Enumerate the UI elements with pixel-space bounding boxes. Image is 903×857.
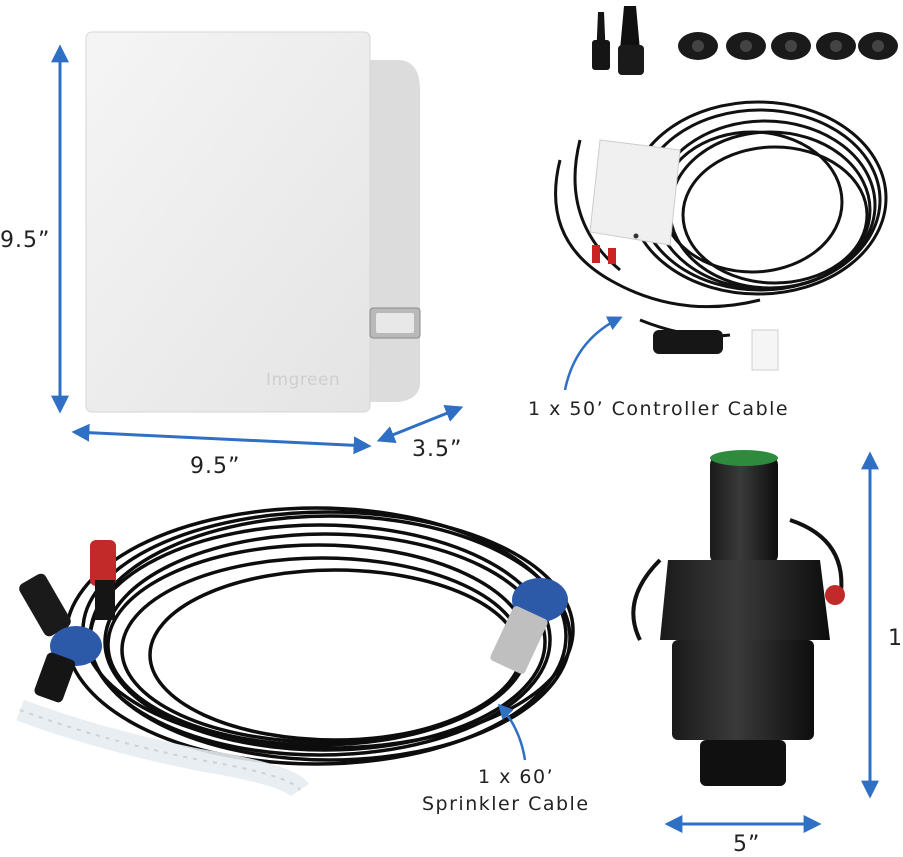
sprinkler-cable-caption-line2: Sprinkler Cable [422,793,590,815]
valve [631,450,845,786]
controller-transformer [589,139,681,264]
controller-cable-caption: 1 x 50’ Controller Cable [528,398,790,420]
valve-height-label: 1 [888,626,903,651]
sprinkler-cable-pointer [497,703,527,761]
valve-width-label: 5” [733,832,761,857]
box-depth-arrow [376,404,464,444]
cable-clips [678,32,898,60]
brand-logo: Imgreen [266,370,341,390]
box-width-arrow [71,423,372,455]
sprinkler-cable-caption-line1: 1 x 60’ [478,766,555,788]
controller-width-label: 9.5” [190,454,241,479]
valve-green-cap [710,450,778,466]
blue-connector-left [50,626,102,666]
controller-height-label: 9.5” [0,228,51,253]
controller-cable-pointer [563,316,623,391]
sprinkler-cable-coil [64,506,575,766]
controller-depth-label: 3.5” [412,437,463,462]
controller-cable-plug [653,330,723,354]
connector-plugs [592,6,644,75]
controller-box [85,31,421,413]
sprinkler-connectors [19,540,568,703]
cable-tag [751,329,779,371]
red-cap [90,540,116,586]
